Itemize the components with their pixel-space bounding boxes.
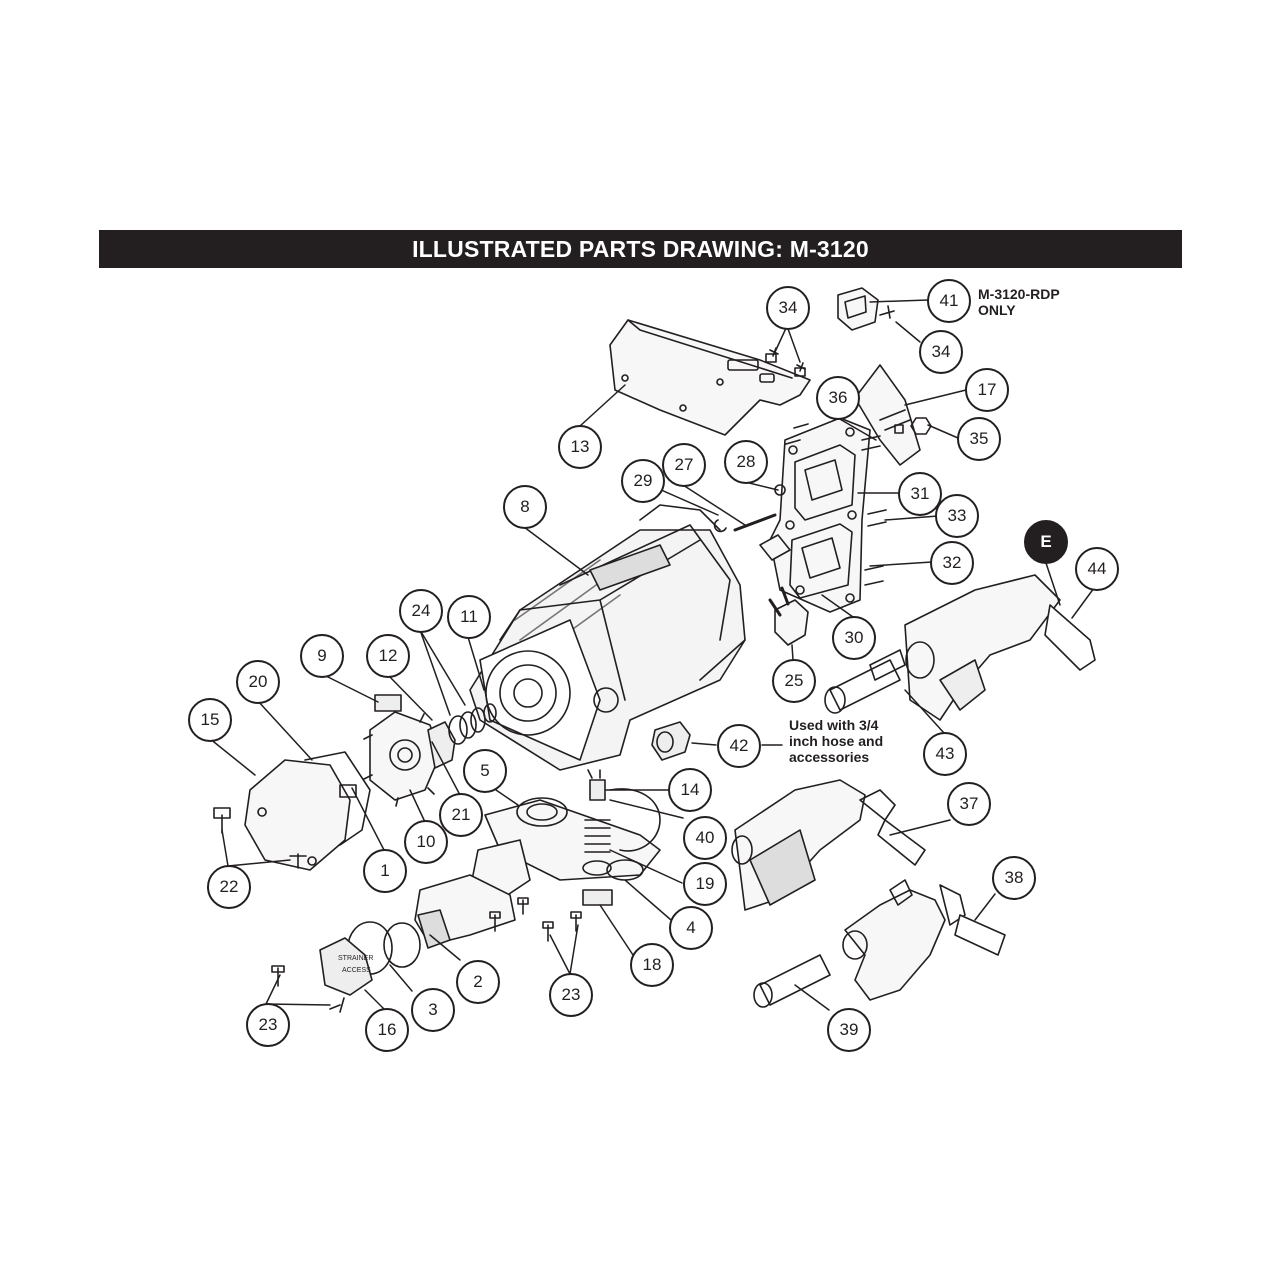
title-bar: ILLUSTRATED PARTS DRAWING: M-3120 bbox=[99, 230, 1182, 268]
callout-15: 15 bbox=[188, 698, 232, 742]
callout-41: 41 bbox=[927, 279, 971, 323]
callout-12: 12 bbox=[366, 634, 410, 678]
callout-36: 36 bbox=[816, 376, 860, 420]
bolt-parts bbox=[271, 897, 582, 1013]
callout-8: 8 bbox=[503, 485, 547, 529]
callout-5: 5 bbox=[463, 749, 507, 793]
hose-note: Used with 3/4 inch hose and accessories bbox=[789, 717, 884, 765]
callout-21: 21 bbox=[439, 793, 483, 837]
svg-text:STRAINER: STRAINER bbox=[338, 955, 373, 962]
callout-39: 39 bbox=[827, 1008, 871, 1052]
callout-23-center: 23 bbox=[549, 973, 593, 1017]
callout-3: 3 bbox=[411, 988, 455, 1032]
callout-28: 28 bbox=[724, 440, 768, 484]
spout-nozzle-part bbox=[753, 879, 1006, 1008]
callout-19: 19 bbox=[683, 862, 727, 906]
manual-nozzle-part bbox=[731, 779, 926, 911]
callout-30: 30 bbox=[832, 616, 876, 660]
auto-nozzle-part bbox=[824, 574, 1096, 721]
strainer-parts: STRAINER ACCESS bbox=[319, 874, 516, 996]
callout-32: 32 bbox=[930, 541, 974, 585]
motor-part bbox=[469, 504, 746, 771]
callout-23-left: 23 bbox=[246, 1003, 290, 1047]
callout-9: 9 bbox=[300, 634, 344, 678]
callout-22: 22 bbox=[207, 865, 251, 909]
callout-25: 25 bbox=[772, 659, 816, 703]
mounting-bracket-part bbox=[609, 319, 811, 436]
callout-18: 18 bbox=[630, 943, 674, 987]
callout-34-right: 34 bbox=[919, 330, 963, 374]
end-cover-parts bbox=[213, 751, 371, 871]
callout-10: 10 bbox=[404, 820, 448, 864]
callout-11: 11 bbox=[447, 595, 491, 639]
svg-text:ACCESS: ACCESS bbox=[342, 967, 371, 974]
rdp-clip-part bbox=[837, 287, 895, 331]
junction-box-part bbox=[769, 417, 887, 613]
callout-27: 27 bbox=[662, 443, 706, 487]
callout-40: 40 bbox=[683, 816, 727, 860]
shaft-and-clip-parts bbox=[713, 513, 791, 561]
page-title: ILLUSTRATED PARTS DRAWING: M-3120 bbox=[412, 235, 869, 262]
callout-37: 37 bbox=[947, 782, 991, 826]
callout-2: 2 bbox=[456, 960, 500, 1004]
callout-17: 17 bbox=[965, 368, 1009, 412]
callout-43: 43 bbox=[923, 732, 967, 776]
switch-part bbox=[768, 586, 809, 646]
callout-16: 16 bbox=[365, 1008, 409, 1052]
switch-cover-part bbox=[854, 364, 932, 466]
callout-31: 31 bbox=[898, 472, 942, 516]
callout-29: 29 bbox=[621, 459, 665, 503]
callout-33: 33 bbox=[935, 494, 979, 538]
callout-24: 24 bbox=[399, 589, 443, 633]
callout-35: 35 bbox=[957, 417, 1001, 461]
callout-42: 42 bbox=[717, 724, 761, 768]
callout-34-top: 34 bbox=[766, 286, 810, 330]
callout-13: 13 bbox=[558, 425, 602, 469]
rdp-only-note: M-3120-RDP ONLY bbox=[978, 286, 1060, 318]
hose-fitting-part bbox=[651, 721, 691, 761]
callout-14: 14 bbox=[668, 768, 712, 812]
callout-4: 4 bbox=[669, 906, 713, 950]
callout-44: 44 bbox=[1075, 547, 1119, 591]
pump-body-parts bbox=[469, 769, 661, 906]
callout-1: 1 bbox=[363, 849, 407, 893]
impeller-parts bbox=[363, 694, 497, 807]
callout-E: E bbox=[1024, 520, 1068, 564]
callout-38: 38 bbox=[992, 856, 1036, 900]
callout-20: 20 bbox=[236, 660, 280, 704]
